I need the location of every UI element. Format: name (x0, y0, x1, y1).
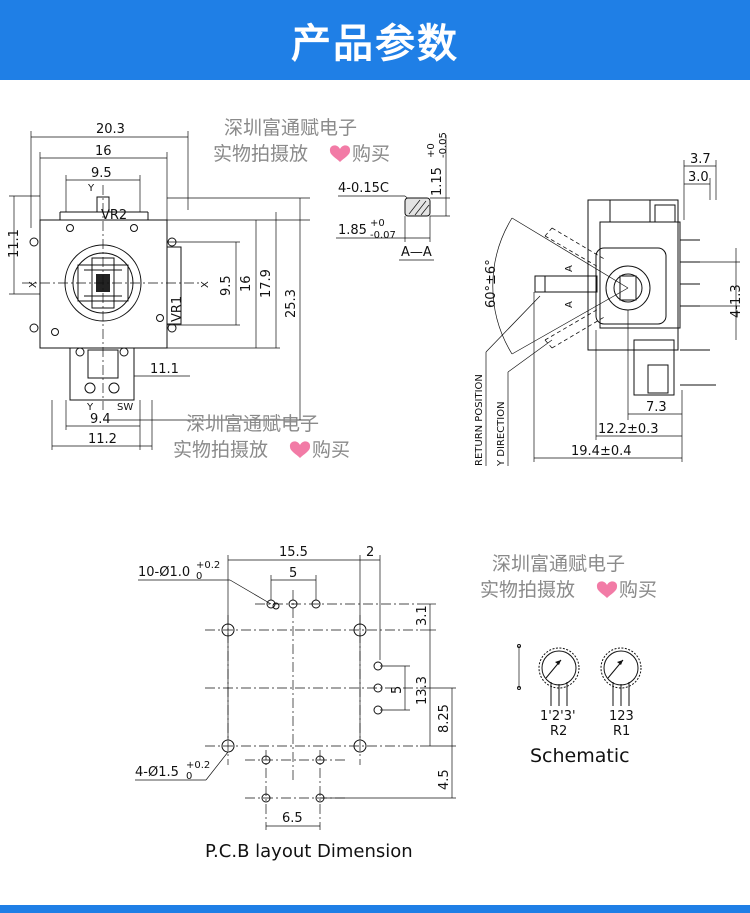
watermark-right: 深圳富通赋电子 实物拍摄放 购买 (480, 553, 657, 601)
pcb-dim-8-25: 8.25 (437, 704, 452, 733)
title-banner: 产品参数 (0, 0, 750, 80)
pcb-dim-5-right: 5 (390, 686, 405, 694)
schematic: 1'2'3' R2 123 R1 Schematic (517, 644, 642, 767)
dim-3-7: 3.7 (690, 152, 711, 167)
banner-title: 产品参数 (291, 21, 459, 67)
pcb-dim-5-top: 5 (289, 566, 297, 581)
dim-12-2: 12.2±0.3 (598, 422, 659, 437)
pcb-dim-4-5: 4.5 (437, 769, 452, 790)
section-height-tol-minus: -0.05 (438, 132, 449, 158)
y-direction-label: Y DIRECTION (496, 401, 507, 467)
pcb-dim-6-5: 6.5 (282, 811, 303, 826)
angle-label: 60°±6° (484, 259, 499, 308)
watermark-top-line2a: 实物拍摄放 (213, 143, 308, 165)
section-label: A—A (401, 245, 432, 260)
dim-17-9: 17.9 (259, 269, 274, 298)
pcb-dim-3-1: 3.1 (415, 605, 430, 626)
watermark-top-line1: 深圳富通赋电子 (224, 117, 357, 139)
dim-11-2: 11.2 (88, 432, 117, 447)
section-width-tol-minus: -0.07 (370, 230, 396, 241)
label-a-top: A (564, 265, 575, 272)
dim-16-top: 16 (95, 144, 112, 159)
watermark-right-line2b: 购买 (619, 579, 657, 601)
schematic-caption: Schematic (530, 745, 630, 767)
label-vr2: VR2 (101, 208, 127, 223)
watermark-top-line2b: 购买 (352, 143, 390, 165)
section-height-tol-plus: +0 (426, 143, 437, 158)
label-a-bottom: A (564, 301, 575, 308)
dim-16-right: 16 (239, 275, 254, 292)
label-vr1: VR1 (170, 296, 185, 322)
pcb-hole-small: 10-Ø1.0 (138, 565, 190, 580)
dim-9-5-top: 9.5 (91, 166, 112, 181)
dim-19-4: 19.4±0.4 (571, 444, 632, 459)
label-x-right: X (200, 281, 211, 288)
dim-3-0: 3.0 (688, 170, 709, 185)
pcb-dim-15-5: 15.5 (279, 545, 308, 560)
label-y-top: Y (87, 183, 95, 194)
dim-9-5-right: 9.5 (219, 275, 234, 296)
dim-7-3: 7.3 (646, 400, 667, 415)
dim-11-1-bottom: 11.1 (150, 362, 179, 377)
section-height: 1.15 (430, 167, 445, 196)
side-view: 3.7 3.0 A A 60°±6° (474, 152, 744, 467)
front-view: 20.3 16 9.5 Y VR2 VR1 (7, 122, 310, 450)
pcb-hole-large-tol-plus: +0.2 (186, 760, 210, 771)
pcb-caption: P.C.B layout Dimension (205, 841, 413, 862)
label-y-bottom: Y (86, 402, 94, 413)
pcb-layout: 15.5 2 5 10-Ø1.0 +0.2 0 (135, 545, 456, 862)
watermark-mid-line1: 深圳富通赋电子 (186, 413, 319, 435)
r2-label: R2 (550, 724, 567, 739)
return-position-label: RETURN POSITION (474, 374, 485, 466)
watermark-right-line1: 深圳富通赋电子 (492, 553, 625, 575)
label-sw: SW (117, 402, 133, 413)
watermark-mid-line2a: 实物拍摄放 (173, 439, 268, 461)
dim-11-1-left: 11.1 (7, 229, 22, 258)
pitch-label: 4-1.3 (729, 284, 744, 318)
bottom-bar (0, 905, 750, 913)
section-view: 4-0.15C 1.15 +0 -0.05 1.85 +0 -0.07 A—A (336, 132, 450, 261)
watermark-mid: 深圳富通赋电子 实物拍摄放 购买 (173, 413, 350, 461)
r2-pins: 1'2'3' (540, 709, 576, 724)
section-width: 1.85 (338, 223, 367, 238)
pcb-hole-small-tol-minus: 0 (196, 571, 202, 582)
dim-20-3: 20.3 (96, 122, 125, 137)
watermark-right-line2a: 实物拍摄放 (480, 579, 575, 601)
pcb-dim-13-3: 13.3 (415, 676, 430, 705)
r1-label: R1 (613, 724, 630, 739)
dim-25-3: 25.3 (284, 289, 299, 318)
pcb-dim-2: 2 (366, 545, 374, 560)
chamfer-label: 4-0.15C (338, 181, 389, 196)
label-x-left: X (28, 281, 39, 288)
pcb-hole-large: 4-Ø1.5 (135, 765, 179, 780)
pcb-hole-small-tol-plus: +0.2 (196, 560, 220, 571)
r1-pins: 123 (609, 709, 634, 724)
watermark-mid-line2b: 购买 (312, 439, 350, 461)
watermark-top: 深圳富通赋电子 实物拍摄放 购买 (213, 117, 390, 165)
section-width-tol-plus: +0 (370, 218, 385, 229)
dim-9-4: 9.4 (90, 412, 111, 427)
pcb-hole-large-tol-minus: 0 (186, 771, 192, 782)
